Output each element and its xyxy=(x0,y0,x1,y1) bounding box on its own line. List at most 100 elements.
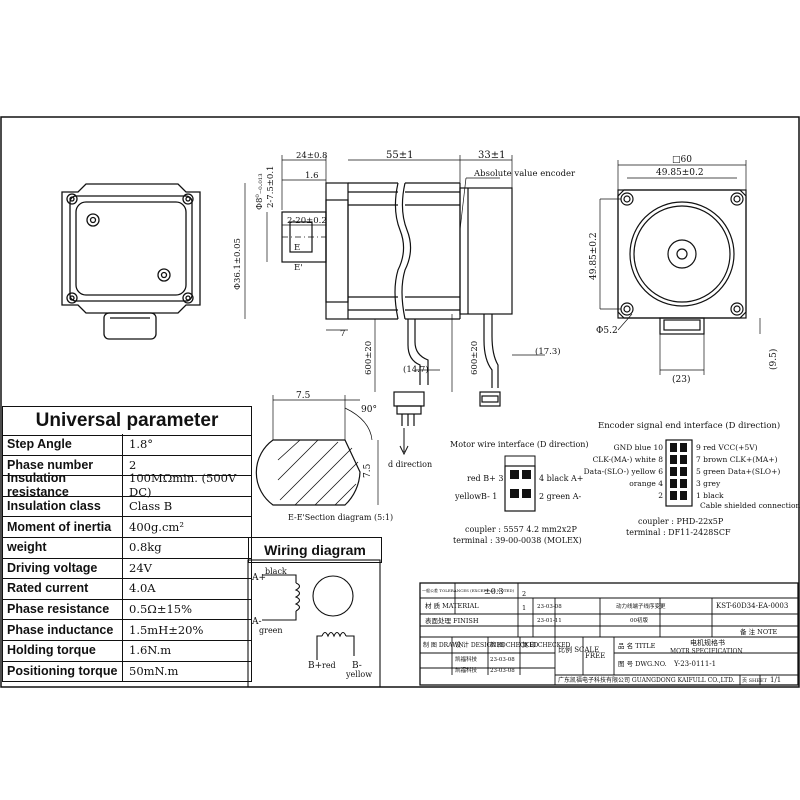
sheet-border xyxy=(0,116,800,688)
parameter-value: 1.5mH±20% xyxy=(129,622,204,637)
parameter-row: Phase inductance 1.5mH±20% xyxy=(2,619,252,641)
parameter-value: 24V xyxy=(129,560,152,575)
sheet-label: 页 SHEET xyxy=(742,678,768,684)
enc-row-4-left: 2 xyxy=(658,491,663,500)
motor-pin4: 4 black A+ xyxy=(539,474,583,483)
title-block xyxy=(419,582,799,686)
encoder-connector-title: Encoder signal end interface (D directio… xyxy=(598,420,780,431)
tolerance-label: 一般公差 TOLERANCES (EXCEPT AS NOTED) xyxy=(422,587,515,593)
wiring-b-plus-color: red xyxy=(322,661,336,670)
wiring-b-minus-color: yellow xyxy=(345,670,372,679)
enc-row-3-left: orange 4 xyxy=(629,479,663,488)
dim-24: 24±0.8 xyxy=(296,151,327,161)
wiring-a-plus-color: black xyxy=(265,567,287,576)
enc-terminal: terminal : DF11-2428SCF xyxy=(626,528,731,537)
parameter-value: 2 xyxy=(129,457,137,472)
motor-connector-title: Motor wire interface (D direction) xyxy=(450,440,589,449)
enc-coupler: coupler : PHD-22x5P xyxy=(638,517,724,526)
title-en: MOTR SPECIFICATION xyxy=(670,648,743,655)
date-2: 23-03-08 xyxy=(490,668,515,674)
parameter-value: 50mN.m xyxy=(129,663,179,678)
enc-row-2-left: Data-(SLO-) yellow 6 xyxy=(584,467,664,476)
part-code: KST-60D34-EA-0003 xyxy=(716,602,788,610)
rev-2: 2 xyxy=(522,590,526,598)
parameter-row: Rated current 4.0A xyxy=(2,578,252,600)
wiring-b-plus: B+ xyxy=(308,661,322,671)
title-cn: 电机规格书 xyxy=(690,638,725,647)
parameter-value: 100MΩmin. (500V DC) xyxy=(129,471,237,500)
parameter-key: Driving voltage xyxy=(3,557,123,579)
dim-sq60: □60 xyxy=(672,155,692,165)
stamp-2: 凯福科技 xyxy=(455,666,478,674)
title-block-text: 一般公差 TOLERANCES (EXCEPT AS NOTED) ±0.3 材… xyxy=(422,587,788,684)
parameter-value: 0.8kg xyxy=(129,540,162,555)
section-angle: 90° xyxy=(361,405,377,415)
title-label: 品 名 TITLE xyxy=(618,641,656,650)
dim-17-3: (17.3) xyxy=(535,346,561,357)
note-label: 备 注 NOTE xyxy=(740,627,777,636)
sheet-number: 1/1 xyxy=(770,676,781,684)
checked2-label: 复 印 CHECKED xyxy=(522,641,570,649)
material-label: 材 质 MATERIAL xyxy=(425,601,479,610)
dim-23: (23) xyxy=(672,374,690,385)
enc-row-4-right: 1 black xyxy=(696,491,724,500)
dim-phi36: Φ36.1±0.05 xyxy=(233,238,243,290)
parameter-row: Phase resistance 0.5Ω±15% xyxy=(2,598,252,621)
dim-7: 7 xyxy=(340,329,345,339)
dim-2-7-5: 2-7.5±0.1 xyxy=(266,166,276,208)
dim-55: 55±1 xyxy=(386,150,413,161)
parameter-key: Rated current xyxy=(3,578,123,599)
parameter-row: Driving voltage 24V xyxy=(2,557,252,580)
parameter-key: Phase resistance xyxy=(3,598,123,620)
parameter-value: 400g.cm² xyxy=(129,519,184,534)
wiring-a-minus: A- xyxy=(251,617,262,627)
scale-free: FREE xyxy=(585,652,605,660)
scale-label: 比例 SCALE xyxy=(558,645,599,654)
enc-row-3-right: 3 grey xyxy=(696,479,721,488)
parameter-value: 4.0A xyxy=(129,581,156,596)
wiring-a-minus-color: green xyxy=(259,626,283,635)
front-view xyxy=(617,189,747,335)
back-view xyxy=(61,183,201,340)
parameter-key: Phase inductance xyxy=(3,619,123,640)
stamp-1: 凯福科技 xyxy=(455,655,478,663)
motor-terminal: terminal : 39-00-0038 (MOLEX) xyxy=(453,536,582,545)
dim-phi8: Φ8⁰₋₀.₀₁₃ xyxy=(255,173,265,210)
side-view-dimensions xyxy=(244,155,545,392)
section-view xyxy=(255,395,379,506)
dwg-no: Y-23-0111-1 xyxy=(673,660,716,668)
enc-row-0-left: GND blue 10 xyxy=(614,443,664,452)
dim-14-7: (14.7) xyxy=(403,364,429,375)
encoder-connector: Encoder signal end interface (D directio… xyxy=(584,420,800,537)
parameter-key: Insulation class xyxy=(3,495,123,517)
checked-label: 检 图 CHECKED xyxy=(490,641,538,649)
parameter-key: Insulation resistance xyxy=(3,471,123,499)
label-e: E xyxy=(294,243,300,253)
dim-33: 33±1 xyxy=(478,150,505,161)
enc-row-1-left: CLK-(MA-) white 8 xyxy=(593,455,664,464)
dim-600b: 600±20 xyxy=(470,341,480,375)
motor-coupler: coupler : 5557 4.2 mm2x2P xyxy=(465,525,578,534)
side-view-dim-labels: 24±0.8 55±1 33±1 1.6 2-20±0.2 E E' 7 Abs… xyxy=(233,150,576,375)
parameter-key: Step Angle xyxy=(3,434,123,455)
motor-connector: Motor wire interface (D direction) red B… xyxy=(450,440,589,545)
rev-date-2: 23-03-08 xyxy=(537,604,562,610)
date-1: 23-03-08 xyxy=(490,657,515,663)
parameter-value: 0.5Ω±15% xyxy=(129,602,193,617)
dim-phi5-2: Φ5.2 xyxy=(596,326,618,336)
parameter-key: Holding torque xyxy=(3,640,123,661)
dim-49-85-side: 49.85±0.2 xyxy=(589,232,599,280)
section-dim-top: 7.5 xyxy=(296,391,311,401)
section-caption: E-E'Section diagram (5:1) xyxy=(288,513,393,522)
section-dim-side: 7.5 xyxy=(363,463,373,478)
section-labels: 7.5 90° 7.5 E-E'Section diagram (5:1) d … xyxy=(288,391,432,522)
designed-label: 设 计 DESIGNED xyxy=(455,641,506,649)
dim-1-6: 1.6 xyxy=(305,171,319,181)
rev-desc-2: 动力线端子线序变更 xyxy=(616,602,666,610)
wiring-labels: A+ black A- green B+ red B- yellow xyxy=(251,567,372,679)
parameter-key: Phase number xyxy=(3,454,123,476)
